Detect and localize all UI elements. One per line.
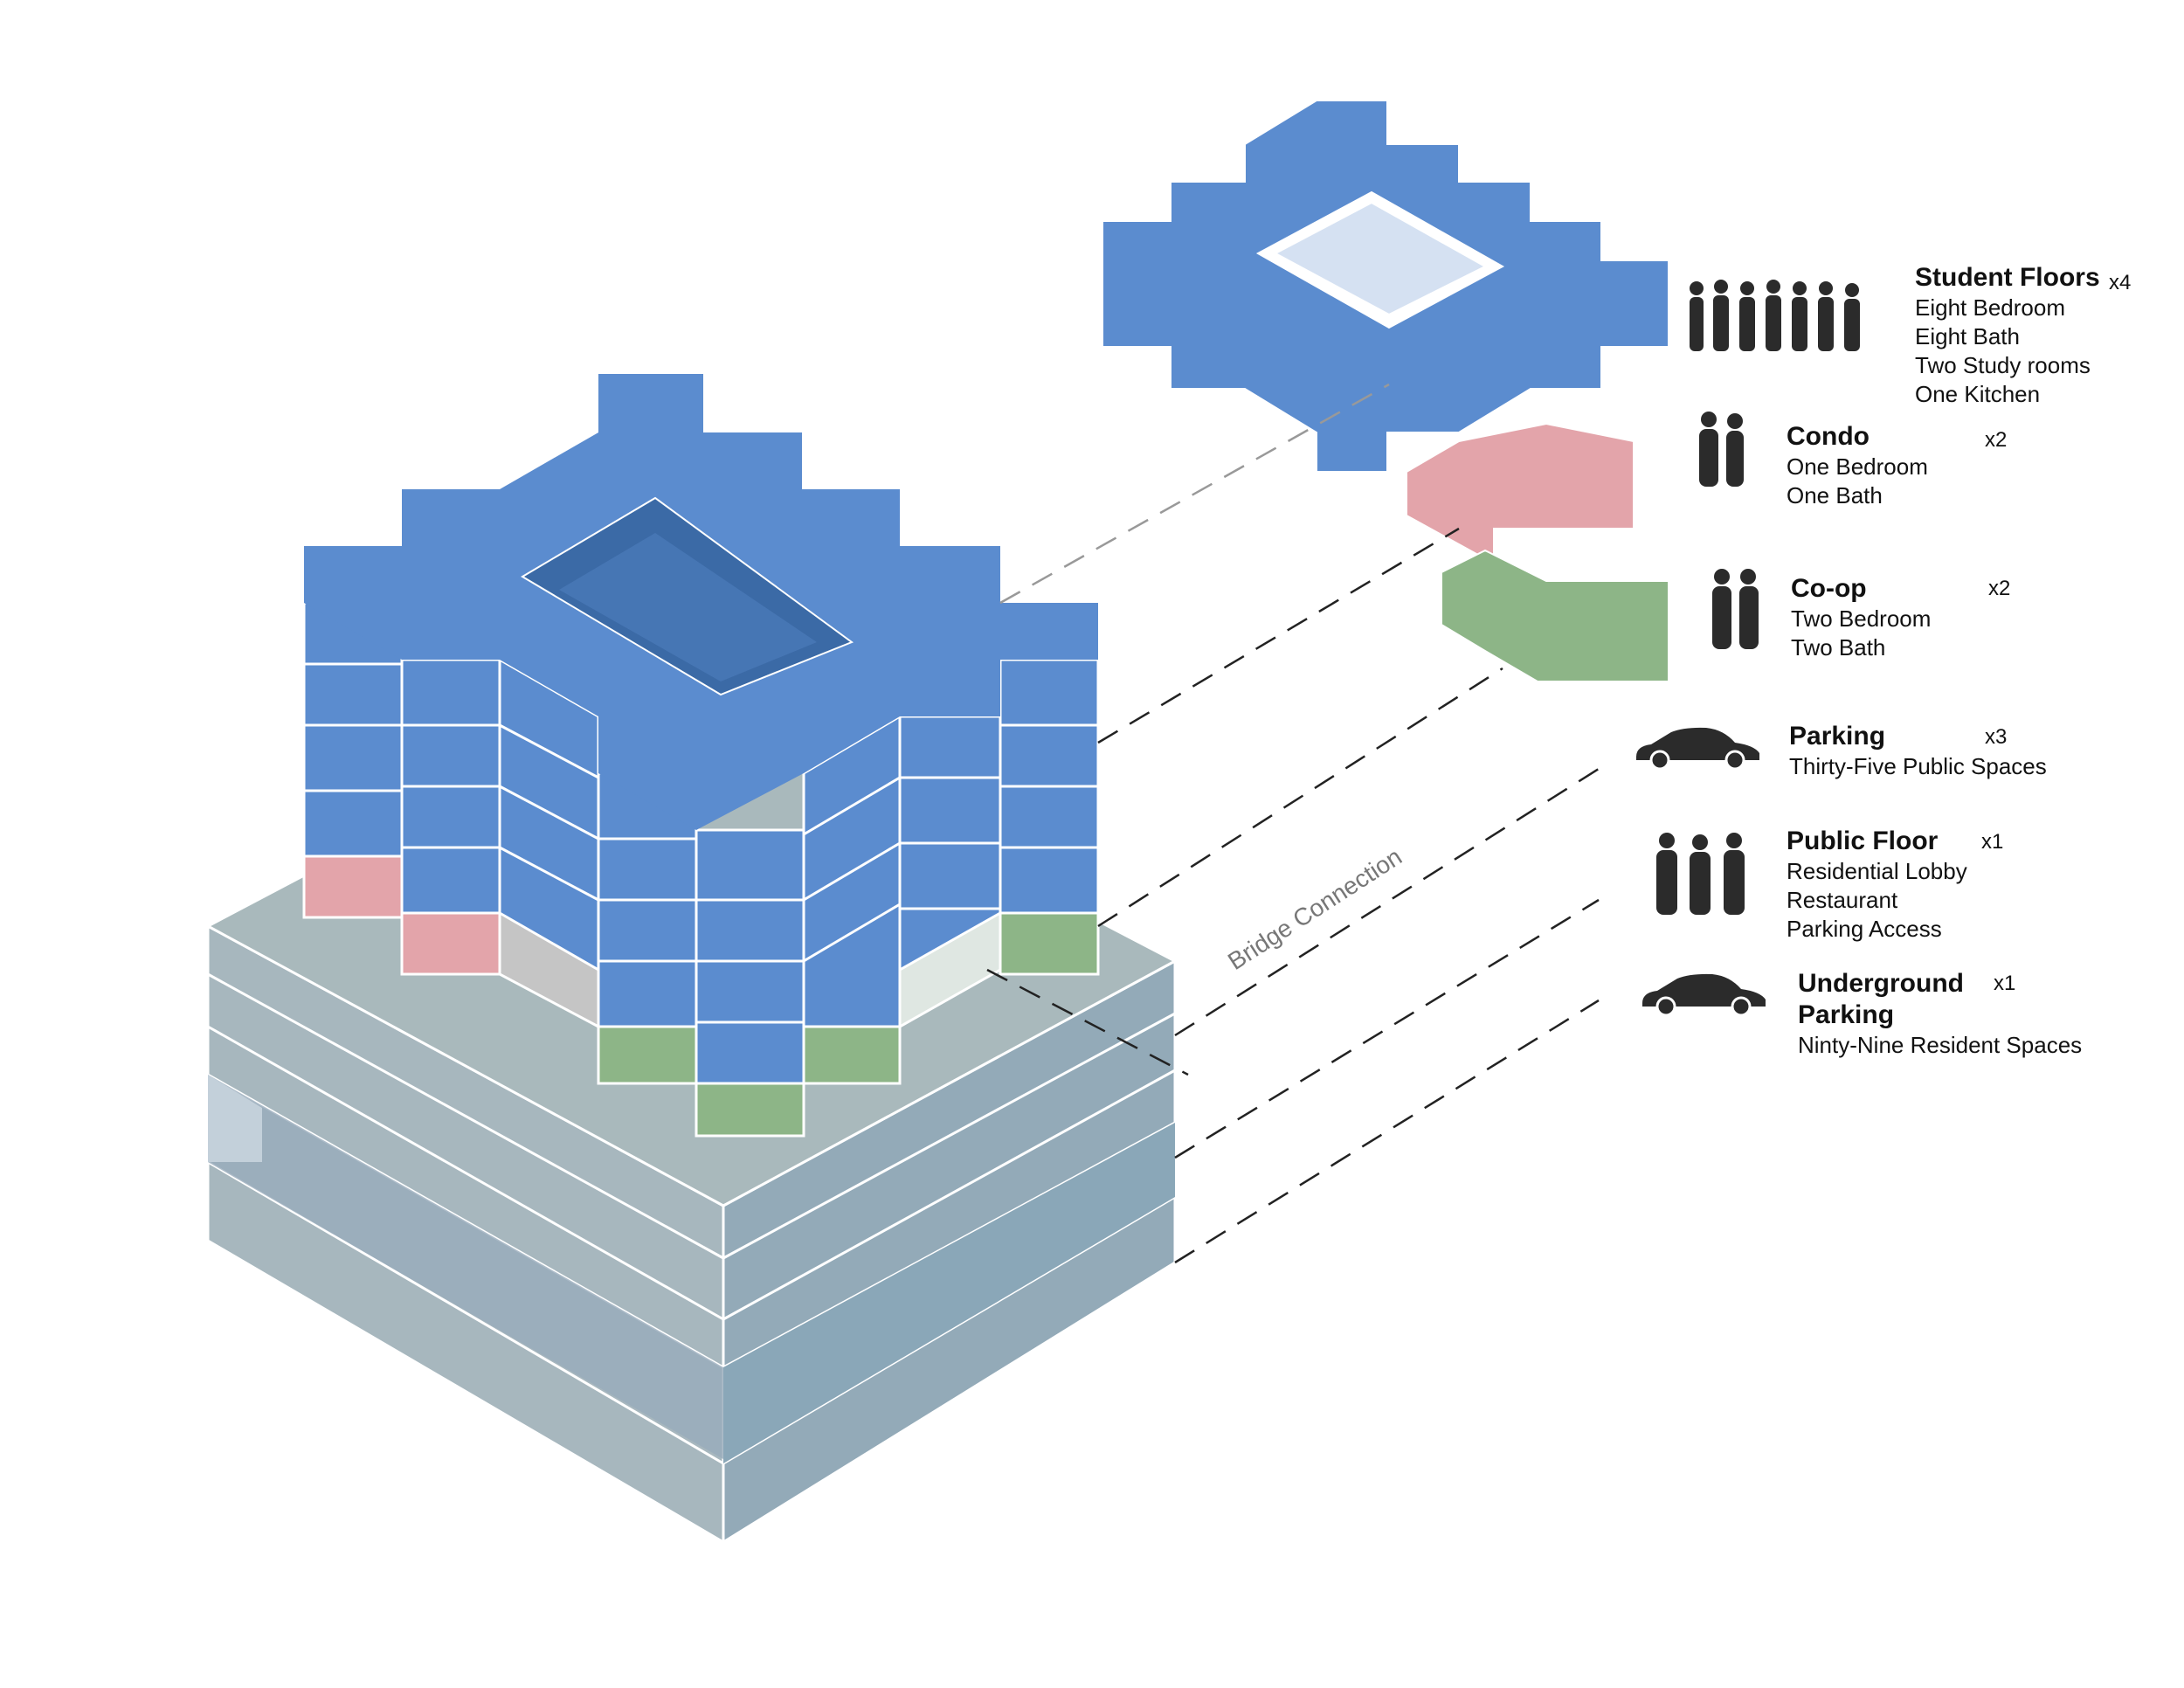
legend-line: One Kitchen [1915,381,2041,407]
legend-multiplier: x2 [1985,428,2008,452]
tower-block [302,374,1100,1138]
legend-line: Two Study rooms [1915,352,2091,378]
legend-line: Eight Bath [1915,323,2020,349]
legend-student-floors: Student Floors Eight Bedroom Eight Bath … [1915,262,2100,409]
legend-condo: Condo One Bedroom One Bath [1787,421,1928,510]
legend-title: Public Floor [1787,827,1939,855]
parking-glass [208,1075,262,1162]
courtyard-void [521,496,854,696]
legend-multiplier: x2 [1988,577,2011,600]
legend-parking: Parking Thirty-Five Public Spaces [1789,721,2047,781]
legend-multiplier: x1 [1994,972,2016,995]
legend-multiplier: x1 [1981,830,2004,854]
couple-icon [1712,569,1759,649]
coop-unit [999,911,1100,976]
legend-title: Parking [1789,722,1886,751]
legend-title: Underground Parking [1798,969,1964,1029]
legend-line: Thirty-Five Public Spaces [1789,753,2047,779]
legend-title: Co-op [1791,574,1867,603]
exploded-coop-floor [1441,549,1669,682]
legend-line: Two Bath [1791,634,1886,661]
legend-line: Two Bedroom [1791,605,1932,632]
exploded-student-floor [1102,100,1669,473]
legend-multiplier: x4 [2109,271,2132,294]
legend-line: Ninty-Nine Resident Spaces [1798,1032,2083,1058]
exploded-condo-floor [1406,422,1635,565]
legend-multiplier: x3 [1985,725,2008,749]
car-icon [1636,727,1759,771]
condo-unit [302,854,404,919]
legend-underground-parking: Underground Parking Ninty-Nine Resident … [1798,968,2083,1060]
car-icon [1642,973,1766,1017]
student-courtyard [1255,190,1505,329]
leader-lines [986,383,1600,1264]
legend-line: Restaurant [1787,887,1898,913]
parking-opening-left [208,1075,723,1459]
legend-coop: Co-op Two Bedroom Two Bath [1791,573,1931,662]
legend-line: One Bath [1787,482,1883,508]
couple-icon [1699,412,1744,487]
legend-public-floor: Public Floor Residential Lobby Restauran… [1787,826,1967,944]
people-trio-icon [1656,833,1745,915]
legend-line: Parking Access [1787,916,1942,942]
legend-line: Residential Lobby [1787,858,1967,884]
group-people-icon [1690,280,1860,351]
legend-title: Condo [1787,422,1870,451]
legend-title: Student Floors [1915,263,2100,292]
legend-line: One Bedroom [1787,453,1928,480]
legend-line: Eight Bedroom [1915,294,2065,321]
